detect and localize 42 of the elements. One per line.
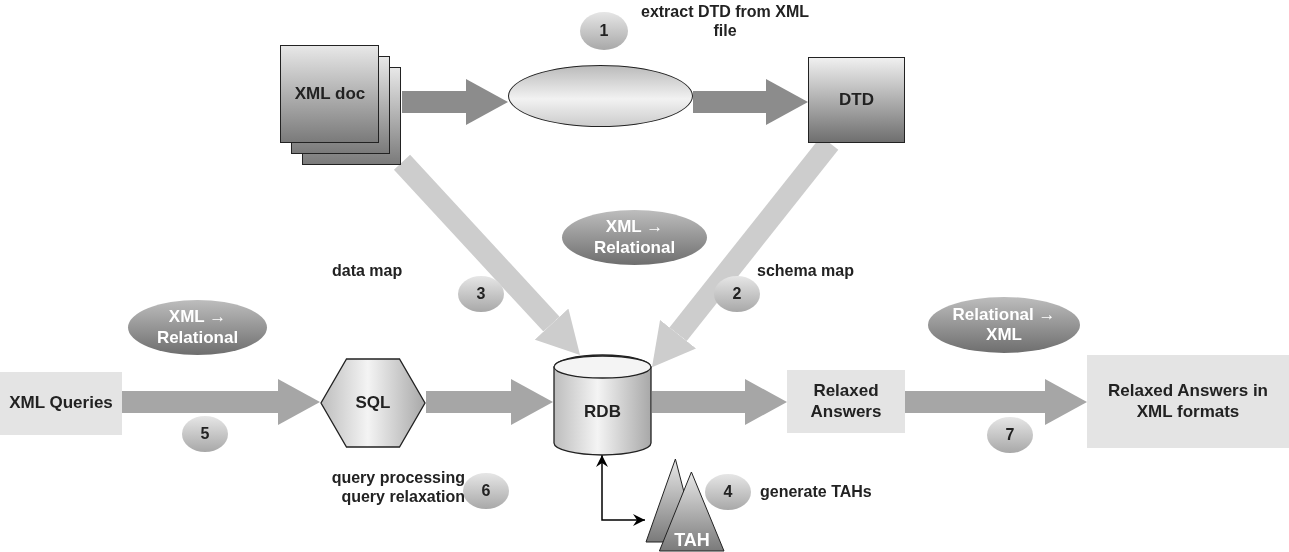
step-number: [458, 276, 504, 312]
step-number-text: 4: [722, 482, 734, 502]
arrow: [693, 79, 808, 125]
step-number-text: 1: [598, 21, 610, 41]
arrow: [652, 379, 787, 425]
edge-label: data map: [330, 262, 405, 280]
node-label: Relaxed Answers: [809, 381, 883, 422]
node-label: RDB: [583, 401, 622, 423]
step-number: [463, 473, 509, 509]
node-label: XML → Relational: [592, 217, 677, 258]
step-number: [580, 12, 628, 50]
step-number-text: 2: [731, 284, 743, 304]
annotation-text: generate TAHs: [760, 482, 873, 502]
node-label: SQL: [354, 392, 392, 414]
document-box: [808, 57, 905, 143]
arrow: [596, 454, 646, 526]
node-label: XML Queries: [8, 393, 114, 414]
step-number: [714, 276, 760, 312]
step-number: [182, 416, 228, 452]
edge-label: schema map: [755, 262, 856, 280]
arrow: [426, 379, 553, 425]
arrow: [402, 79, 508, 125]
step-number-text: 3: [475, 284, 487, 304]
process-box: [0, 372, 122, 435]
node-label: XML doc: [293, 83, 367, 105]
node-label: XML → Relational: [155, 307, 240, 348]
node-label: Relaxed Answers in XML formats: [1107, 381, 1269, 422]
node-label: Relational → XML: [951, 304, 1057, 346]
step-number: [705, 474, 751, 510]
annotation-text: query processing query relaxation: [330, 468, 465, 507]
arrow: [905, 379, 1087, 425]
step-number-text: 6: [480, 481, 492, 501]
step-number: [987, 417, 1033, 453]
annotation-text: extract DTD from XML file: [640, 2, 810, 41]
process-box: [1087, 355, 1289, 448]
node-label: TAH: [673, 530, 711, 552]
arrow: [393, 154, 580, 355]
step-number-text: 5: [199, 424, 211, 444]
node-label: DTD: [838, 89, 875, 111]
process-box: [787, 370, 905, 433]
step-number-text: 7: [1004, 425, 1016, 445]
arrow: [122, 379, 320, 425]
